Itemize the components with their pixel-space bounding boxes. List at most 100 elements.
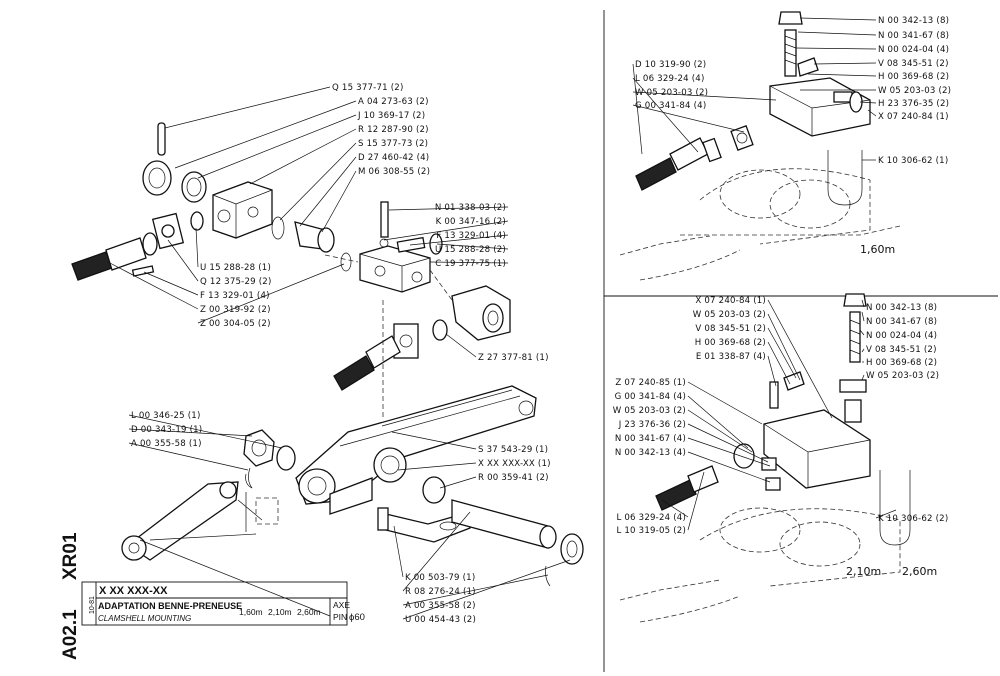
leader-line	[128, 414, 283, 449]
part-label: N 00 024-04 (4)	[866, 331, 937, 341]
part-label: N 00 024-04 (4)	[878, 45, 949, 55]
leader-line	[402, 574, 549, 606]
part-label: N 00 341-67 (4)	[615, 434, 686, 444]
sheet-date: 10-81	[89, 596, 96, 614]
clamp-beam-z07240	[763, 409, 871, 489]
nut-n00342	[765, 477, 781, 491]
part-label: L 06 329-24 (4)	[616, 513, 686, 523]
bolt-f13329-left	[131, 265, 155, 277]
leader-line	[813, 62, 877, 65]
leader-line	[167, 239, 199, 282]
part-label: V 08 345-51 (2)	[878, 59, 949, 69]
leader-line	[391, 431, 477, 450]
part-label: W 05 203-03 (2)	[693, 310, 766, 320]
part-label: H 00 369-68 (2)	[878, 72, 949, 82]
part-label: D 27 460-42 (4)	[358, 153, 429, 163]
leader-line	[767, 299, 833, 419]
pin-label: PIN	[333, 612, 347, 622]
part-label: W 05 203-03 (2)	[866, 371, 939, 381]
part-label: V 08 345-51 (2)	[866, 345, 937, 355]
bolt-n01338	[380, 201, 389, 238]
leader-line	[861, 311, 865, 322]
title-english: CLAMSHELL MOUNTING	[98, 614, 191, 623]
part-label: F 13 329-01 (4)	[200, 291, 270, 301]
part-label: R 08 276-24 (1)	[405, 587, 476, 597]
leader-line	[164, 86, 331, 129]
part-label: M 06 308-55 (2)	[358, 167, 430, 177]
part-label: C 19 377-75 (1)	[435, 259, 506, 269]
pin-r08276	[451, 499, 549, 549]
length-1: 1,60m	[239, 607, 263, 617]
part-label: S 37 543-29 (1)	[478, 445, 548, 455]
leader-line	[128, 428, 253, 437]
nut-d00343	[243, 429, 275, 467]
length-2: 2,10m	[268, 607, 292, 617]
leader-line	[799, 17, 877, 21]
part-label: L 10 319-05 (2)	[616, 526, 686, 536]
leader-line	[128, 442, 249, 471]
part-label: G 00 341-84 (4)	[615, 392, 686, 402]
leader-line	[661, 499, 689, 518]
leader-line	[383, 220, 509, 241]
right-bottom-drawing: 2,10m 2,60m	[619, 293, 937, 623]
hose-right-bottom	[655, 479, 697, 511]
leader-line	[687, 381, 763, 425]
part-label: W 05 203-03 (2)	[613, 406, 686, 416]
leader-line	[174, 100, 357, 169]
part-label: D 00 343-19 (1)	[131, 425, 202, 435]
axe-label: AXE	[333, 600, 350, 610]
leader-line	[859, 329, 865, 336]
part-label: U 15 288-28 (2)	[435, 245, 506, 255]
part-label: X XX XXX-XX (1)	[478, 459, 551, 469]
o-ring-s15377	[271, 216, 285, 240]
leader-line	[767, 355, 777, 387]
part-label: Z 00 319-92 (2)	[200, 305, 271, 315]
leader-line	[632, 104, 745, 133]
part-label: J 10 369-17 (2)	[357, 111, 425, 121]
bolt-n00024-top	[784, 29, 797, 77]
part-label: H 23 376-35 (2)	[878, 99, 949, 109]
part-label: F 13 329-01 (4)	[436, 231, 506, 241]
part-label: N 00 341-67 (8)	[866, 317, 937, 327]
arm-drawing	[121, 385, 584, 587]
leader-line	[687, 423, 769, 463]
leader-line	[249, 128, 357, 185]
part-label: Z 00 304-05 (2)	[200, 319, 271, 329]
leader-line	[767, 341, 791, 385]
part-label: K 00 347-16 (2)	[436, 217, 506, 227]
part-label: R 12 287-90 (2)	[358, 125, 429, 135]
leader-line	[445, 333, 477, 358]
leader-line	[875, 509, 897, 519]
leader-line	[795, 47, 877, 50]
leader-line	[861, 348, 865, 353]
part-label: J 23 376-36 (2)	[618, 420, 686, 430]
part-label: L 06 329-24 (4)	[635, 74, 705, 84]
title-block: XR01 A02.1 10-81 X XX XXX-XX ADAPTATION …	[60, 532, 365, 660]
leader-line	[861, 299, 865, 308]
part-label: V 08 345-51 (2)	[695, 324, 766, 334]
leader-line	[388, 206, 509, 211]
part-label: K 00 503-79 (1)	[405, 573, 475, 583]
bolt-e01338	[769, 381, 779, 409]
leader-line	[299, 156, 357, 227]
leader-line	[632, 77, 699, 153]
part-label: K 10 306-62 (2)	[878, 514, 948, 524]
pin-value: ϕ60	[349, 612, 365, 623]
part-label: X 07 240-84 (1)	[695, 296, 766, 306]
split-pin-a00355	[245, 467, 253, 489]
leader-line	[279, 142, 357, 221]
part-label: H 00 369-68 (2)	[866, 358, 937, 368]
split-pin-lower	[545, 565, 551, 587]
leader-line	[397, 462, 477, 471]
leader-line	[632, 63, 643, 155]
fitting-u15288	[190, 211, 204, 231]
part-label: Q 12 375-29 (2)	[200, 277, 272, 287]
swivel-block-r12287	[212, 181, 273, 239]
leader-line	[687, 451, 771, 483]
part-label: E 01 338-87 (4)	[696, 352, 766, 362]
fitting-g00341-top	[730, 125, 754, 151]
hose-right-top	[635, 157, 677, 191]
part-label: L 00 346-25 (1)	[131, 411, 201, 421]
title-frame	[81, 581, 348, 626]
